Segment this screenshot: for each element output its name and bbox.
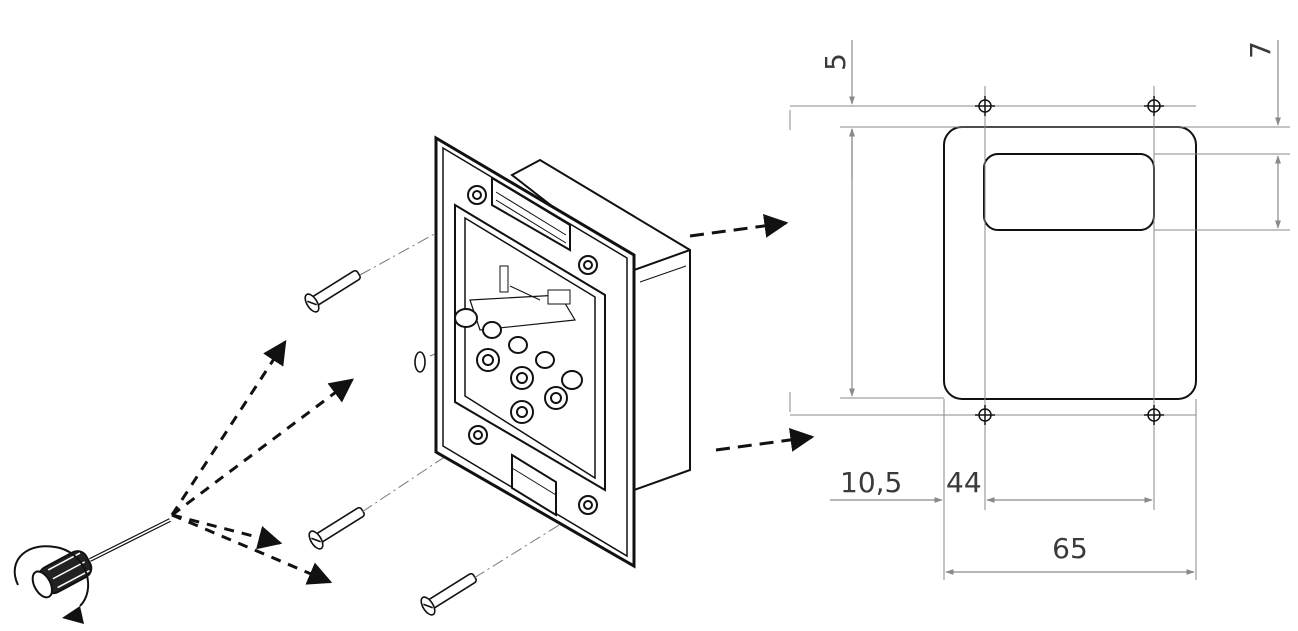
dimension-label-top-left: 5 (819, 53, 852, 71)
screwdriver-icon (31, 518, 171, 599)
screw-icon (304, 269, 477, 616)
dimension-label-top-right: 7 (1244, 41, 1277, 59)
screw-direction-arrows (170, 339, 354, 585)
dimension-label-inner-width: 44 (946, 466, 982, 499)
socket-device (434, 135, 691, 569)
dimension-label-overall-width: 65 (1052, 532, 1088, 565)
direction-arrow-icon (689, 214, 815, 452)
dimension-label-offset: 10,5 (840, 466, 902, 499)
cutout-drawing: 5 7 10,5 44 65 (789, 40, 1290, 580)
rotation-arrow-icon (13, 545, 90, 624)
